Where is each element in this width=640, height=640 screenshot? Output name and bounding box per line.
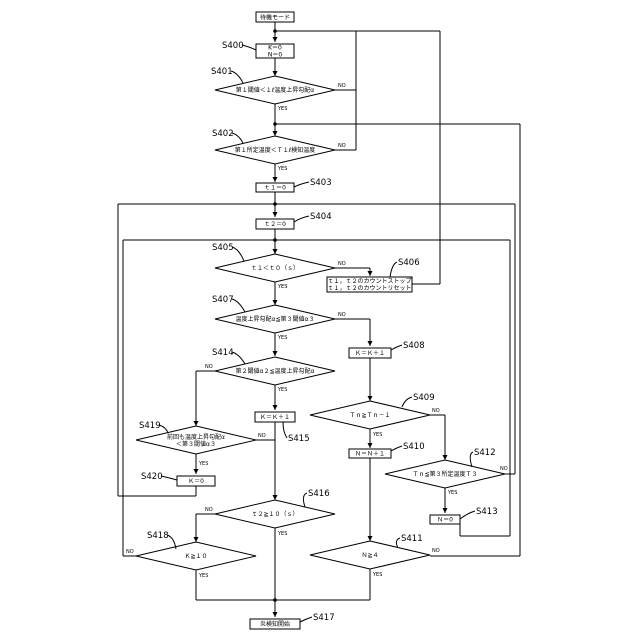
- step-s411: Ｎ≧４: [310, 541, 430, 569]
- s409-no: NO: [432, 408, 440, 414]
- s410-text: Ｎ＝Ｎ＋１: [355, 451, 385, 458]
- branch-answers: NO YES NO YES NO YES NO YES NO YES NO YE…: [126, 83, 508, 579]
- step-s417: 炎検知開始: [250, 619, 300, 629]
- s416-text: ｔ２≧１０（ｓ）: [251, 511, 298, 518]
- step-s418: Ｋ≧１０: [136, 542, 256, 570]
- step-s420: Ｋ＝0: [177, 476, 215, 486]
- label-s414: S414: [212, 348, 234, 358]
- step-labels: S400 S401 S402 S403 S404 S405 S406 S407 …: [139, 41, 498, 623]
- step-s400: K＝0N＝0: [256, 44, 294, 59]
- label-s403: S403: [310, 178, 332, 188]
- step-s401: 第１閾値＜１ℓ温度上昇勾配α: [215, 76, 335, 104]
- label-s401: S401: [211, 67, 233, 77]
- s411-text: Ｎ≧４: [361, 552, 378, 559]
- s404-text: ｔ２＝0: [264, 221, 286, 228]
- label-s415: S415: [288, 434, 310, 444]
- step-s405: ｔ１＜ｔ０（ｓ）: [215, 254, 335, 282]
- s400-text: K＝0N＝0: [268, 45, 282, 59]
- step-s403: ｔ１＝0: [256, 183, 294, 192]
- label-s416: S416: [308, 489, 330, 499]
- step-s404: ｔ２＝0: [256, 219, 294, 229]
- s405-text: ｔ１＜ｔ０（ｓ）: [251, 265, 299, 272]
- s411-no: NO: [432, 548, 440, 554]
- label-s418: S418: [147, 531, 169, 541]
- s419-no: NO: [258, 433, 266, 439]
- step-s407: 温度上昇勾配α≦第３閾値α３: [215, 305, 335, 333]
- s409-yes: YES: [372, 432, 382, 438]
- label-s412: S412: [474, 448, 496, 458]
- s416-no: NO: [205, 507, 213, 513]
- s409-text: Ｔｎ≧Ｔｎ－１: [349, 412, 390, 419]
- label-s420: S420: [141, 472, 163, 482]
- s403-text: ｔ１＝0: [264, 185, 286, 192]
- s406-text: ｔ１，ｔ２のカウントストップｔ１，ｔ２のカウントリセット: [327, 277, 411, 292]
- step-s414: 第２閾値α２≦温度上昇勾配α: [215, 357, 335, 385]
- s402-yes: YES: [277, 166, 287, 172]
- label-s405: S405: [212, 243, 234, 253]
- step-s413: Ｎ＝0: [430, 515, 460, 524]
- s405-no: NO: [338, 261, 346, 267]
- label-s406: S406: [398, 258, 420, 268]
- step-s415: Ｋ＝Ｋ＋１: [255, 412, 295, 422]
- label-s417: S417: [313, 613, 335, 623]
- s412-text: Ｔｎ≦第３所定温度Ｔ３: [412, 470, 477, 478]
- s414-text: 第２閾値α２≦温度上昇勾配α: [236, 367, 315, 375]
- label-s419: S419: [139, 421, 161, 431]
- s401-text: 第１閾値＜１ℓ温度上昇勾配α: [236, 86, 314, 94]
- step-s406: ｔ１，ｔ２のカウントストップｔ１，ｔ２のカウントリセット: [327, 277, 412, 292]
- step-s412: Ｔｎ≦第３所定温度Ｔ３: [385, 460, 505, 488]
- s401-yes: YES: [277, 106, 287, 112]
- label-s409: S409: [413, 393, 435, 403]
- s401-no: NO: [338, 83, 346, 89]
- s416-yes: YES: [277, 531, 287, 537]
- label-s410: S410: [403, 442, 425, 452]
- s418-yes: YES: [198, 573, 208, 579]
- s407-text: 温度上昇勾配α≦第３閾値α３: [236, 315, 315, 323]
- s420-text: Ｋ＝0: [188, 478, 204, 485]
- s417-text: 炎検知開始: [260, 620, 290, 628]
- step-s402: 第１所定温度＜Ｔ１ℓ検知温度: [215, 136, 335, 164]
- step-s408: Ｋ＝Ｋ＋１: [349, 348, 391, 358]
- label-s400: S400: [222, 41, 244, 51]
- s414-no: NO: [205, 364, 213, 370]
- s407-yes: YES: [277, 335, 287, 341]
- label-s413: S413: [476, 507, 498, 517]
- label-s407: S407: [212, 295, 234, 305]
- s419-yes: YES: [198, 461, 208, 467]
- s414-yes: YES: [277, 387, 287, 393]
- s408-text: Ｋ＝Ｋ＋１: [355, 350, 385, 357]
- s402-no: NO: [338, 143, 346, 149]
- label-s411: S411: [401, 534, 423, 544]
- label-leaders: [159, 45, 475, 622]
- s418-no: NO: [126, 549, 134, 555]
- s413-text: Ｎ＝0: [437, 517, 453, 524]
- s402-text: 第１所定温度＜Ｔ１ℓ検知温度: [235, 146, 315, 154]
- step-s410: Ｎ＝Ｎ＋１: [349, 449, 391, 458]
- s411-yes: YES: [372, 572, 382, 578]
- s415-text: Ｋ＝Ｋ＋１: [260, 414, 290, 421]
- label-s404: S404: [310, 212, 332, 222]
- s412-yes: YES: [447, 490, 457, 496]
- label-s408: S408: [403, 341, 425, 351]
- step-s409: Ｔｎ≧Ｔｎ－１: [310, 401, 430, 429]
- s412-no: NO: [500, 466, 508, 472]
- s418-text: Ｋ≧１０: [184, 553, 207, 560]
- s405-yes: YES: [277, 284, 287, 290]
- start-box: 待機モード: [256, 12, 294, 22]
- step-s416: ｔ２≧１０（ｓ）: [215, 500, 335, 528]
- label-s402: S402: [212, 129, 234, 139]
- s407-no: NO: [338, 312, 346, 318]
- start-text: 待機モード: [260, 14, 290, 22]
